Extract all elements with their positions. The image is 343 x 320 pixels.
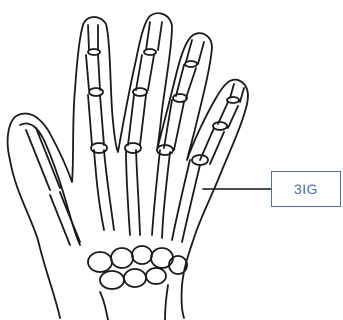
metacarpal-3-b (136, 150, 140, 235)
thumb-outline (20, 123, 80, 245)
metacarpal-2-b (104, 150, 114, 230)
phalanx-ring-middle (176, 65, 196, 98)
forearm-bones (100, 285, 168, 320)
carpal-bones (88, 246, 187, 289)
phalanx-little-proximal (200, 128, 224, 164)
metacarpal-3 (126, 150, 130, 235)
metacarpal-2 (94, 150, 104, 230)
metacarpal-5 (172, 160, 190, 240)
phalanx-index-proximal (88, 95, 104, 145)
phalanx-little-middle (218, 102, 238, 128)
phalanx-index-middle (86, 55, 100, 90)
phalanx-middle-middle (136, 55, 154, 90)
metacarpal-4-b (162, 152, 170, 238)
phalanx-middle-distal (146, 22, 162, 50)
phalanx-index-distal (88, 25, 98, 50)
callout-label-text: 3IG (294, 181, 318, 197)
metacarpal-4 (152, 150, 160, 235)
callout-label-box: 3IG (271, 171, 341, 207)
phalanx-middle-proximal (128, 95, 146, 145)
phalanx-little-distal (230, 84, 244, 102)
